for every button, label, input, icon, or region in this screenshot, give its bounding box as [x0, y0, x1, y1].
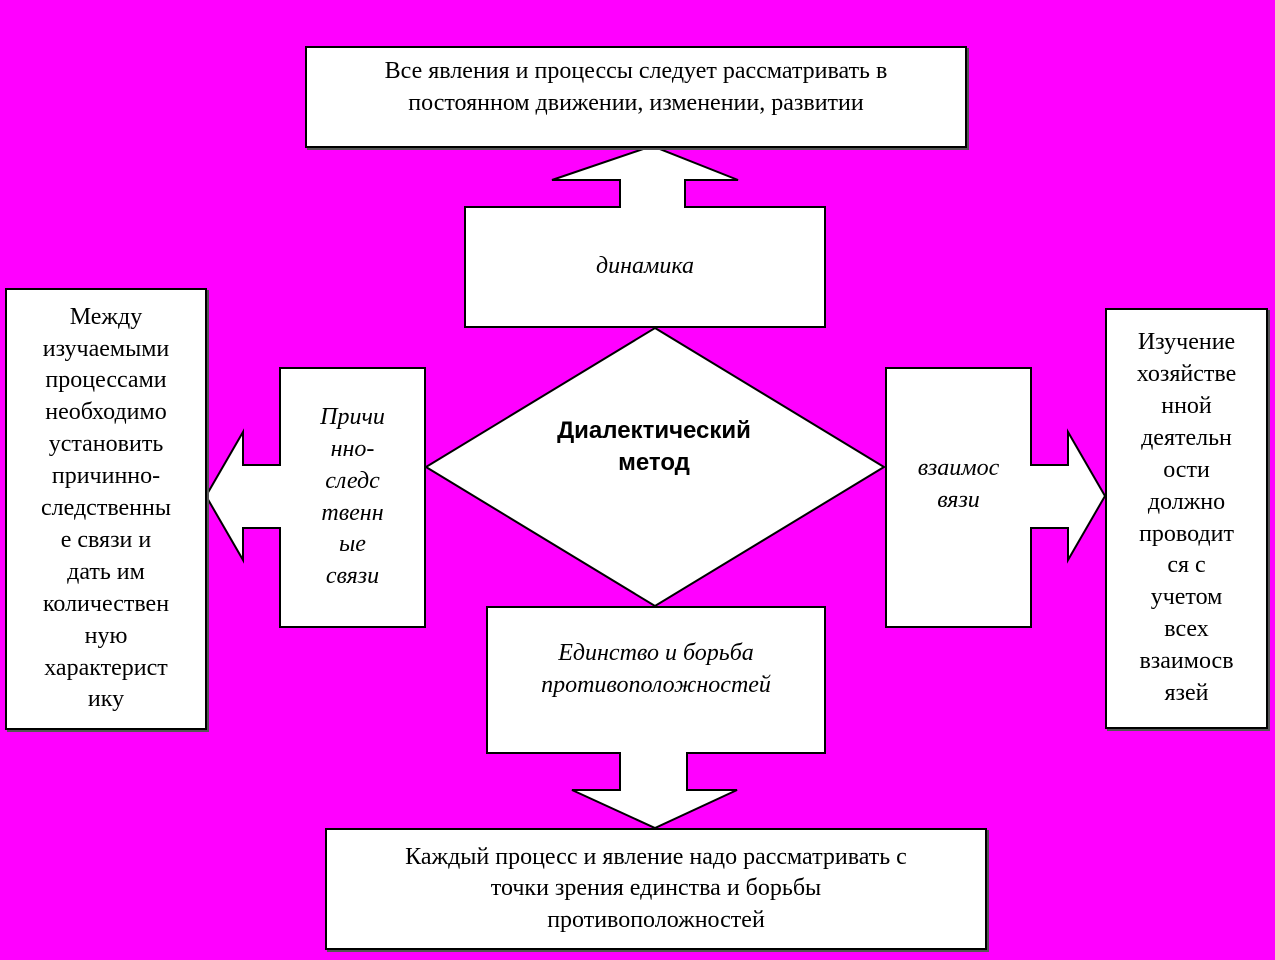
- central-diamond: [424, 326, 886, 608]
- right-arrow: [885, 367, 1107, 628]
- interrelations-label: взаимос вязи: [917, 455, 1000, 513]
- central-method-label: Диалектический метод: [557, 417, 751, 476]
- left-arrow: [204, 367, 426, 628]
- dynamics-label: динамика: [596, 253, 694, 280]
- unity-struggle-label: Единство и борьба противоположностей: [541, 640, 771, 698]
- right-statement-box: Изучение хозяйстве нной деятельн ости до…: [1105, 308, 1268, 729]
- left-statement-box: Между изучаемыми процессами необходимо у…: [5, 288, 207, 730]
- down-arrow: [486, 606, 826, 830]
- causal-links-label: Причи нно- следс твенн ые связи: [320, 403, 385, 590]
- up-arrow: [464, 144, 826, 328]
- top-statement-box: Все явления и процессы следует рассматри…: [305, 46, 967, 148]
- bottom-statement-box: Каждый процесс и явление надо рассматрив…: [325, 828, 987, 950]
